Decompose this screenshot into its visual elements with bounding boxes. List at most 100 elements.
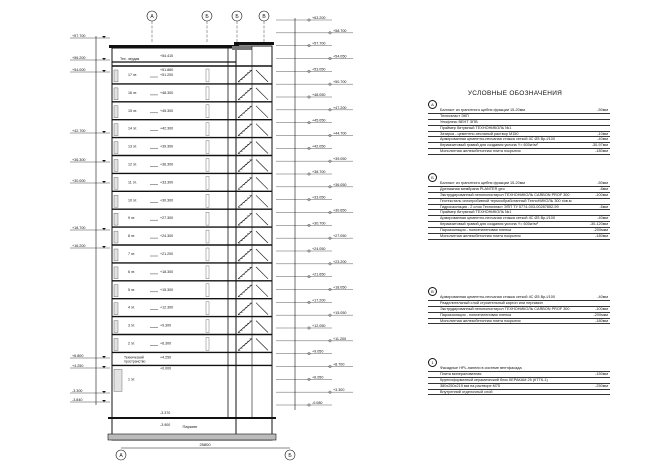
- first-floor-label: 1 эт.: [128, 377, 135, 381]
- floor-label: 5 эт.: [128, 288, 135, 292]
- floor-level-mark: +6.300: [160, 342, 171, 346]
- elevation-mark-right: +36.050: [333, 183, 346, 187]
- stair-flight: [255, 69, 269, 83]
- level-mark: +4.250: [160, 355, 171, 359]
- elevation-mark-right: +50.700: [333, 80, 346, 84]
- attic-label: Тех. чердак: [120, 57, 140, 61]
- legend-layer-name: Экструдированный пенополистирол ТЕХНОНИК…: [440, 306, 570, 311]
- legend-layer-name: Дренажная мембрана PLANTER geo: [440, 186, 505, 191]
- elevation-mark-right: -0.080: [312, 401, 322, 405]
- floor-label: 16 эт.: [128, 91, 137, 95]
- floor-level-mark: +24.300: [160, 234, 173, 238]
- legend-layer-name: Техноэласт ЭКП: [440, 113, 469, 118]
- elevation-marker: [328, 211, 332, 214]
- floor-label: 6 эт.: [128, 270, 135, 274]
- legend-layer-name: Гидроизоляция - 2 слоя Техноэласт ЭПП ТУ…: [440, 204, 559, 209]
- elevation-mark-right: +53.050: [312, 67, 325, 71]
- legend-row: Крупноформатный керамический блок КЕРАКА…: [428, 378, 610, 384]
- door: [205, 194, 210, 208]
- stair-flight: [255, 320, 269, 333]
- elevation-triangle: [102, 70, 106, 72]
- axis-bubble: [284, 449, 296, 461]
- legend-layer-name: Разделительный слой строительный картон …: [440, 300, 543, 305]
- roof-exit: [232, 46, 252, 50]
- level-mark: -3.900: [160, 423, 170, 427]
- floor-label: 13 эт.: [128, 145, 137, 149]
- elevation-mark-right: +21.650: [312, 273, 325, 277]
- legend-row: Керамзитовый гравий для создания уклона …: [428, 222, 610, 229]
- legend-layer-name: Экструдированный пенополистирол ТЕХНОНИК…: [440, 192, 570, 197]
- door: [205, 337, 210, 351]
- stair-flight: [255, 141, 269, 154]
- elevation-mark-left: +6.800: [72, 354, 83, 358]
- elevation-mark-right: +30.650: [333, 209, 346, 213]
- elevation-marker: [328, 390, 332, 394]
- elevation-mark-left: +42.700: [72, 129, 85, 133]
- stair-flight: [237, 284, 253, 297]
- stair-flight: [237, 141, 253, 154]
- legend-layer-name: Керамзитовый гравий для создания уклона …: [440, 222, 538, 227]
- elevation-mark-left: +30.000: [72, 179, 85, 183]
- legend-group-mark: 1: [428, 358, 437, 367]
- window: [113, 141, 119, 154]
- legend-layer-thickness: -250мм: [595, 383, 608, 388]
- legend-row: Монолитная железобетонная плита покрытия…: [428, 149, 610, 156]
- legend-row: Разделительный слой строительный картон …: [428, 301, 610, 307]
- legend-layer-name: Праймер битумный ТЕХНОНИКОЛЬ №1: [440, 210, 512, 215]
- door: [205, 283, 210, 297]
- axis-label: Б: [288, 453, 292, 459]
- elevation-mark-right: +33.050: [312, 196, 325, 200]
- window: [113, 87, 119, 101]
- axis-label: А: [150, 14, 154, 20]
- floor-level-mark: +30.300: [160, 198, 173, 202]
- legend-row: Геотекстиль иглопробивной термообработан…: [428, 199, 610, 205]
- legend-layer-thickness: -40мм: [597, 295, 608, 299]
- legend-row: Праймер битумный ТЕХНОНИКОЛЬ №1: [428, 210, 610, 217]
- elevation-mark-right: +3.300: [333, 388, 344, 392]
- legend-row: Дренажная мембрана PLANTER geo -8мм: [428, 187, 610, 193]
- stair-flight: [237, 177, 253, 190]
- window: [113, 230, 119, 244]
- legend-layer-name: Балласт из гранитного щебня фракции 15-2…: [440, 181, 525, 185]
- legend-layer-name: Монолитная железобетонная плита покрытия: [440, 318, 521, 323]
- window: [113, 195, 119, 208]
- elevation-marker: [307, 172, 311, 176]
- stair-flight: [237, 105, 253, 118]
- stair-flight: [237, 123, 253, 136]
- elevation-mark-right: +17.200: [312, 298, 325, 302]
- elevation-marker: [307, 377, 311, 381]
- legend-layer-name: Фасадные HPL-панели в системе вентфасада: [440, 366, 522, 370]
- legend-row: Пароизоляция - полиэтиленовая пленка-200…: [428, 228, 610, 235]
- legend-layer-name: Монолитная железобетонная плита покрытия: [440, 234, 521, 239]
- legend-layer-thickness: -100мм: [595, 192, 608, 197]
- elevation-mark-right: +38.700: [312, 170, 325, 174]
- elevation-marker: [328, 339, 332, 343]
- floor-level-mark: +42.300: [160, 127, 173, 131]
- foundation-slab: [107, 433, 277, 441]
- elevation-marker: [307, 275, 311, 279]
- floor-level-mark: +15.300: [160, 288, 173, 292]
- legend-layer-thickness: -8мм: [599, 186, 608, 191]
- floor-level-mark: +18.300: [160, 270, 173, 274]
- floor-label: 10 эт.: [128, 198, 137, 202]
- elevation-mark-right: +18.050: [333, 286, 346, 290]
- elevation-marker: [307, 146, 311, 150]
- legend-layer-name: Армированная цементно-песчаная стяжка се…: [440, 295, 555, 299]
- level-mark: +54.410: [160, 54, 173, 58]
- elevation-mark-right: +42.050: [312, 144, 325, 148]
- legend-title: УСЛОВНЫЕ ОБОЗНАЧЕНИЯ: [467, 90, 563, 97]
- stair-flight: [237, 87, 253, 101]
- legend-row: Фасадные HPL-панели в системе вентфасада: [428, 366, 610, 372]
- legend-layer-name: Армированная цементно-песчаная стяжка се…: [440, 216, 555, 221]
- legend-layer-name: Монолитная железобетонная плита покрытия: [440, 149, 521, 154]
- legend-layer-thickness: -150мм: [595, 371, 608, 376]
- legend-layer-thickness: -6мм: [599, 204, 608, 209]
- window: [113, 123, 119, 136]
- door: [205, 176, 210, 190]
- elevation-mark-right: +24.050: [312, 247, 325, 251]
- elevation-mark-left: +54.000: [72, 68, 85, 72]
- legend-row: Унифлекс ВЕНТ ЭПВ: [428, 120, 610, 126]
